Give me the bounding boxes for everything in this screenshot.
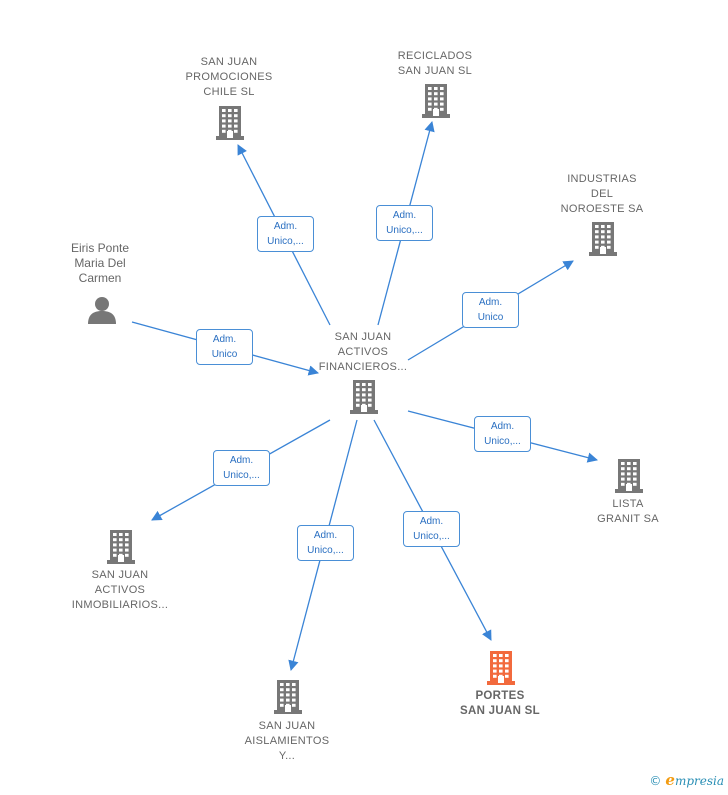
node-label-inmobiliarios[interactable]: SAN JUAN ACTIVOS INMOBILIARIOS... (71, 569, 169, 611)
node-label-reciclados[interactable]: RECICLADOS SAN JUAN SL (397, 50, 473, 77)
edge-label-center-reciclados[interactable]: Adm. Unico,... (376, 205, 433, 241)
brand-initial: e (665, 771, 675, 789)
edge-label-person-center[interactable]: Adm. Unico (196, 329, 253, 365)
building-icon[interactable] (487, 649, 515, 690)
building-icon[interactable] (589, 220, 617, 261)
edge-label-center-lista[interactable]: Adm. Unico,... (474, 416, 531, 452)
node-label-portes[interactable]: PORTES SAN JUAN SL (460, 690, 540, 717)
building-icon[interactable] (216, 104, 244, 145)
brand-name: mpresia (674, 774, 724, 788)
node-label-center[interactable]: SAN JUAN ACTIVOS FINANCIEROS... (318, 331, 408, 373)
copyright-symbol: © (649, 774, 662, 788)
building-icon[interactable] (274, 678, 302, 719)
node-label-promociones[interactable]: SAN JUAN PROMOCIONES CHILE SL (185, 56, 273, 98)
building-icon[interactable] (422, 82, 450, 123)
edge-label-center-industrias[interactable]: Adm. Unico (462, 292, 519, 328)
edge-label-center-aislamientos[interactable]: Adm. Unico,... (297, 525, 354, 561)
person-icon[interactable] (87, 295, 117, 330)
node-label-aislamientos[interactable]: SAN JUAN AISLAMIENTOS Y... (244, 720, 330, 762)
empresia-logo[interactable]: ©empresia (649, 771, 724, 789)
building-icon[interactable] (615, 457, 643, 498)
edge-label-center-inmobiliarios[interactable]: Adm. Unico,... (213, 450, 270, 486)
node-label-industrias[interactable]: INDUSTRIAS DEL NOROESTE SA (560, 173, 644, 215)
building-icon[interactable] (107, 528, 135, 569)
building-icon[interactable] (350, 378, 378, 419)
edge-label-center-portes[interactable]: Adm. Unico,... (403, 511, 460, 547)
node-label-lista[interactable]: LISTA GRANIT SA (597, 498, 659, 525)
node-label-person[interactable]: Eiris Ponte Maria Del Carmen (70, 241, 130, 285)
edge-label-center-promociones[interactable]: Adm. Unico,... (257, 216, 314, 252)
